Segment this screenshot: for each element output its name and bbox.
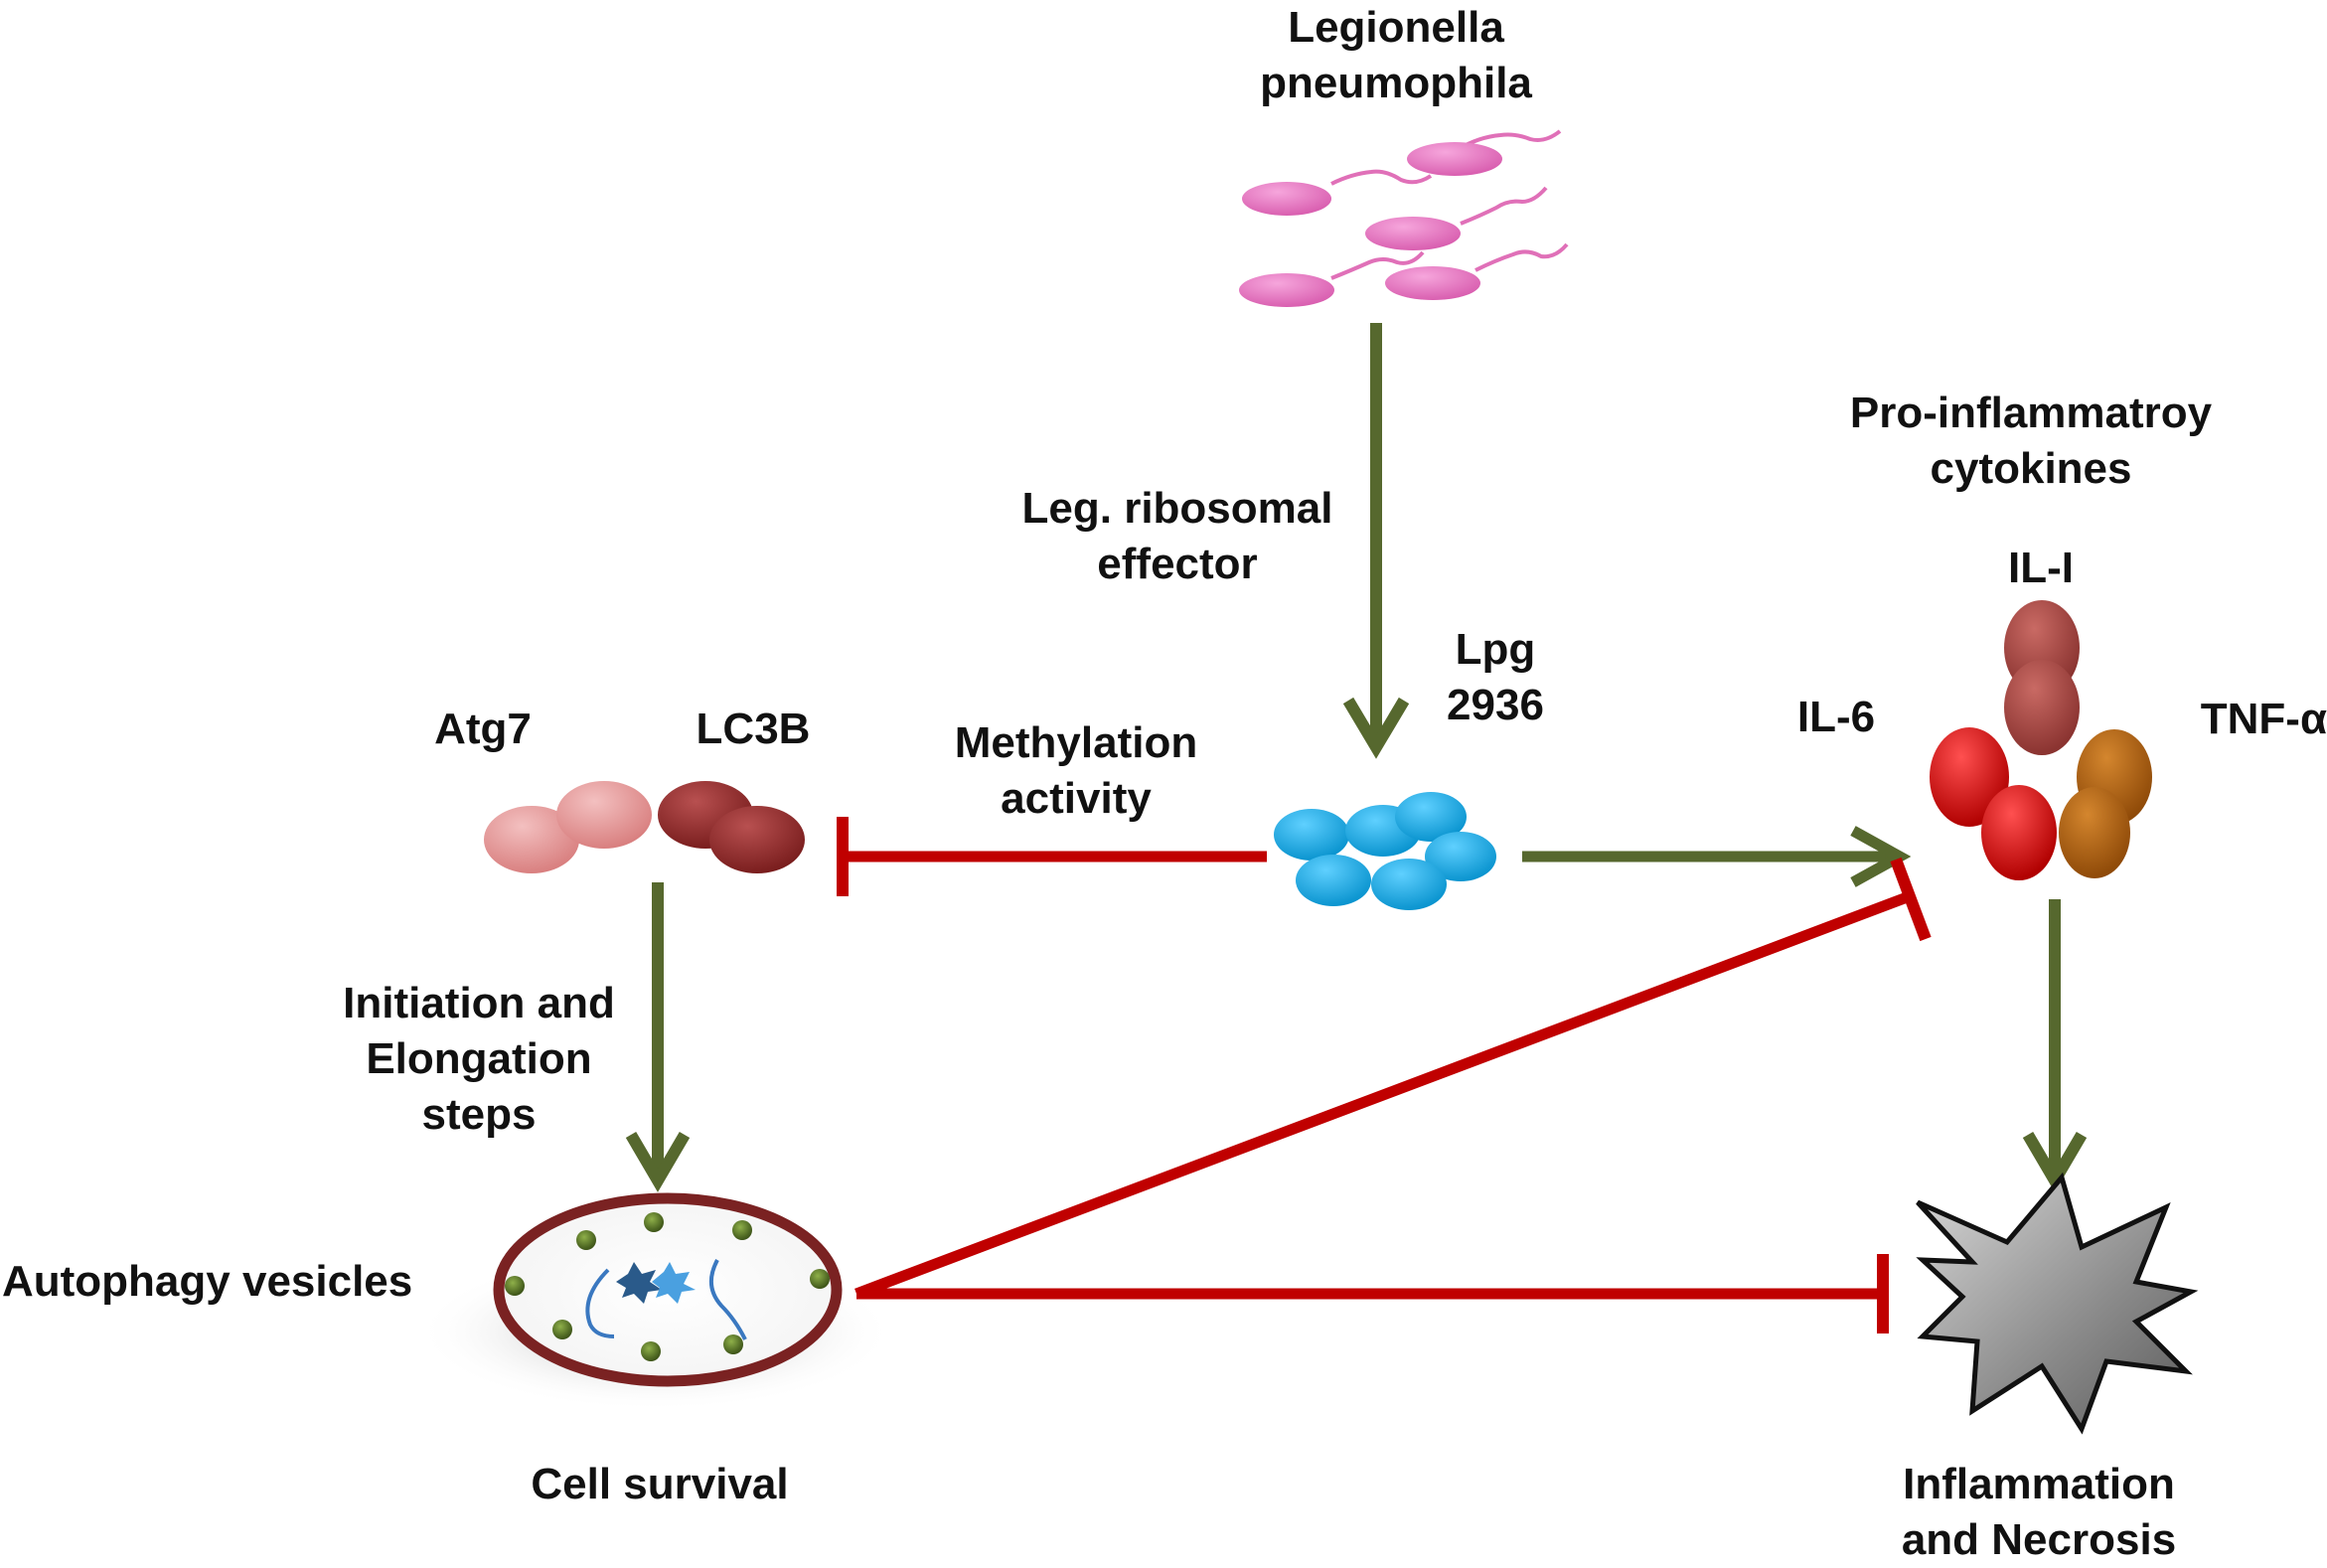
initiation-label-line2: Elongation xyxy=(366,1034,592,1083)
legionella-label-line1: Legionella xyxy=(1288,3,1504,52)
effector-label-line2: effector xyxy=(1097,540,1258,588)
effector-label: Leg. ribosomal effector xyxy=(1022,481,1333,592)
methylation-label-line2: activity xyxy=(1001,774,1152,823)
bacterium xyxy=(1385,242,1569,300)
lpg-label-line1: Lpg xyxy=(1455,625,1536,674)
inflammation-label-line2: and Necrosis xyxy=(1901,1515,2177,1564)
initiation-label-line3: steps xyxy=(421,1090,537,1139)
il6-protein xyxy=(1930,727,2009,827)
activation-arrow-cytokines-to-necrosis xyxy=(2022,899,2088,1192)
cytokine-cluster xyxy=(1930,600,2152,880)
atg7-lc3b-proteins xyxy=(484,781,805,873)
bacterium xyxy=(1242,169,1433,216)
activation-arrow-bacteria-to-lpg xyxy=(1342,323,1410,759)
inflammation-label-line1: Inflammation xyxy=(1903,1460,2175,1508)
cell-survival-label: Cell survival xyxy=(531,1460,789,1508)
cargo-icon xyxy=(616,1262,696,1304)
lpg2936-label: Lpg 2936 xyxy=(1447,622,1544,733)
lpg2936-protein-cluster xyxy=(1274,792,1496,910)
cytokines-label-line1: Pro-inflammatroy xyxy=(1849,389,2213,437)
lc3b-protein xyxy=(709,806,805,873)
methylation-label-line1: Methylation xyxy=(954,718,1198,767)
atg7-protein xyxy=(484,806,579,873)
initiation-label-line1: Initiation and xyxy=(343,979,615,1027)
cytokines-label: Pro-inflammatroy cytokines xyxy=(1850,386,2212,497)
il1-label: IL-I xyxy=(2008,544,2074,592)
initiation-label: Initiation and Elongation steps xyxy=(343,976,615,1143)
il6-protein xyxy=(1981,785,2057,880)
cytokines-label-line2: cytokines xyxy=(1930,444,2132,493)
il6-label: IL-6 xyxy=(1796,693,1876,741)
lc3b-label: LC3B xyxy=(696,705,811,753)
legionella-label: Legionella pneumophila xyxy=(1260,0,1532,111)
activation-arrow-lpg-to-cytokines xyxy=(1522,826,1912,887)
activation-arrow-atg7-to-vesicle xyxy=(625,882,691,1192)
necrosis-burst-icon xyxy=(1916,1172,2199,1435)
inhibition-lpg-to-atg7-lc3b xyxy=(837,817,1267,896)
legionella-label-line2: pneumophila xyxy=(1260,59,1532,107)
inhibition-vesicle-to-cytokines xyxy=(854,857,1932,1300)
bacterium xyxy=(1365,186,1548,250)
atg7-label: Atg7 xyxy=(434,705,532,753)
tnf-label: TNF-α xyxy=(2200,695,2327,743)
legionella-bacteria xyxy=(1239,129,1569,307)
il1-protein xyxy=(2004,660,2080,755)
bacterium xyxy=(1407,129,1562,176)
autophagy-vesicles-label: Autophagy vesicles xyxy=(2,1257,413,1306)
tnf-protein xyxy=(2059,787,2130,878)
effector-label-line1: Leg. ribosomal xyxy=(1021,484,1333,533)
autophagy-vesicle xyxy=(417,1192,894,1411)
bacterium xyxy=(1239,250,1425,307)
atg7-protein xyxy=(556,781,652,849)
inhibition-vesicle-to-necrosis xyxy=(856,1254,1889,1333)
inflammation-necrosis-label: Inflammation and Necrosis xyxy=(1902,1457,2176,1568)
lpg-label-line2: 2936 xyxy=(1447,681,1544,729)
vesicle-particles xyxy=(505,1212,830,1361)
methylation-label: Methylation activity xyxy=(955,715,1197,827)
